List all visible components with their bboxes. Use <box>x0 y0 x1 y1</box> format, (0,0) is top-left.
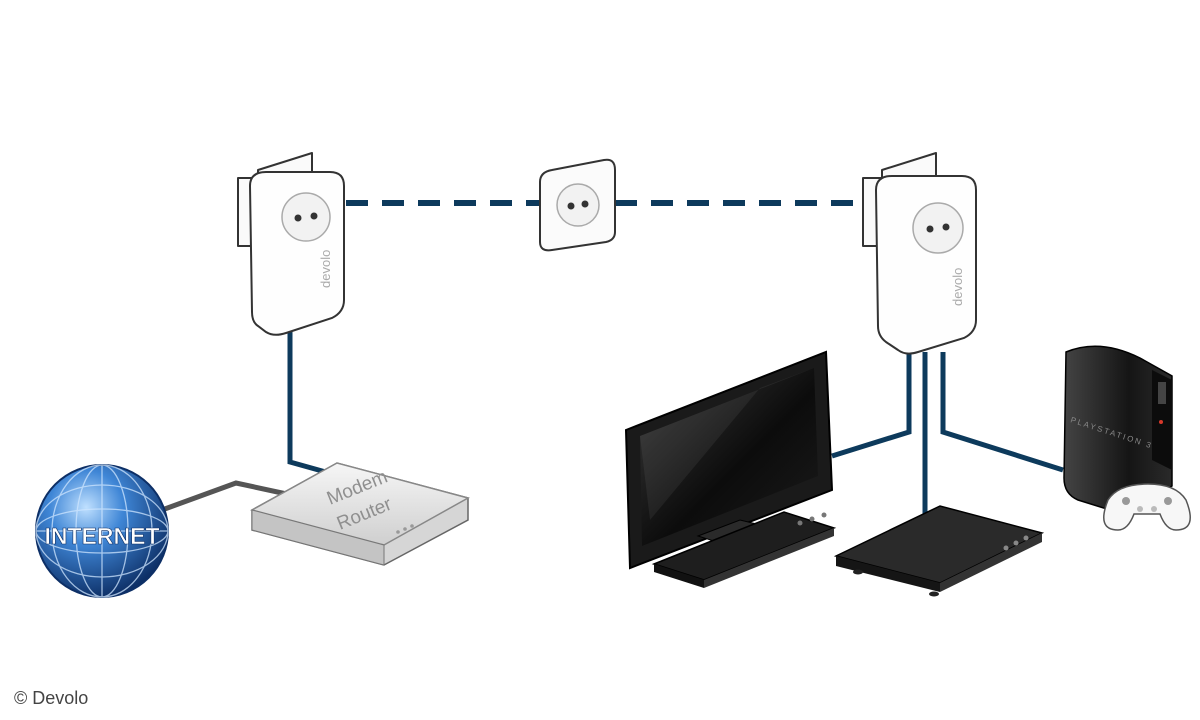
modem-router: Modem Router <box>250 462 470 566</box>
brand-label-left: devolo <box>318 250 333 288</box>
powerline-adapter-right: devolo <box>862 152 977 355</box>
dsl-cable <box>161 480 297 513</box>
controller-icon <box>1103 483 1191 531</box>
internet-label: INTERNET <box>45 523 160 549</box>
television <box>624 350 837 588</box>
copyright-notice: © Devolo <box>14 688 89 708</box>
wall-socket <box>539 158 616 252</box>
brand-label-right: devolo <box>950 268 965 306</box>
internet-globe-icon: INTERNET <box>35 464 169 598</box>
set-top-box <box>833 505 1045 597</box>
powerline-adapter-left: devolo <box>237 152 345 336</box>
